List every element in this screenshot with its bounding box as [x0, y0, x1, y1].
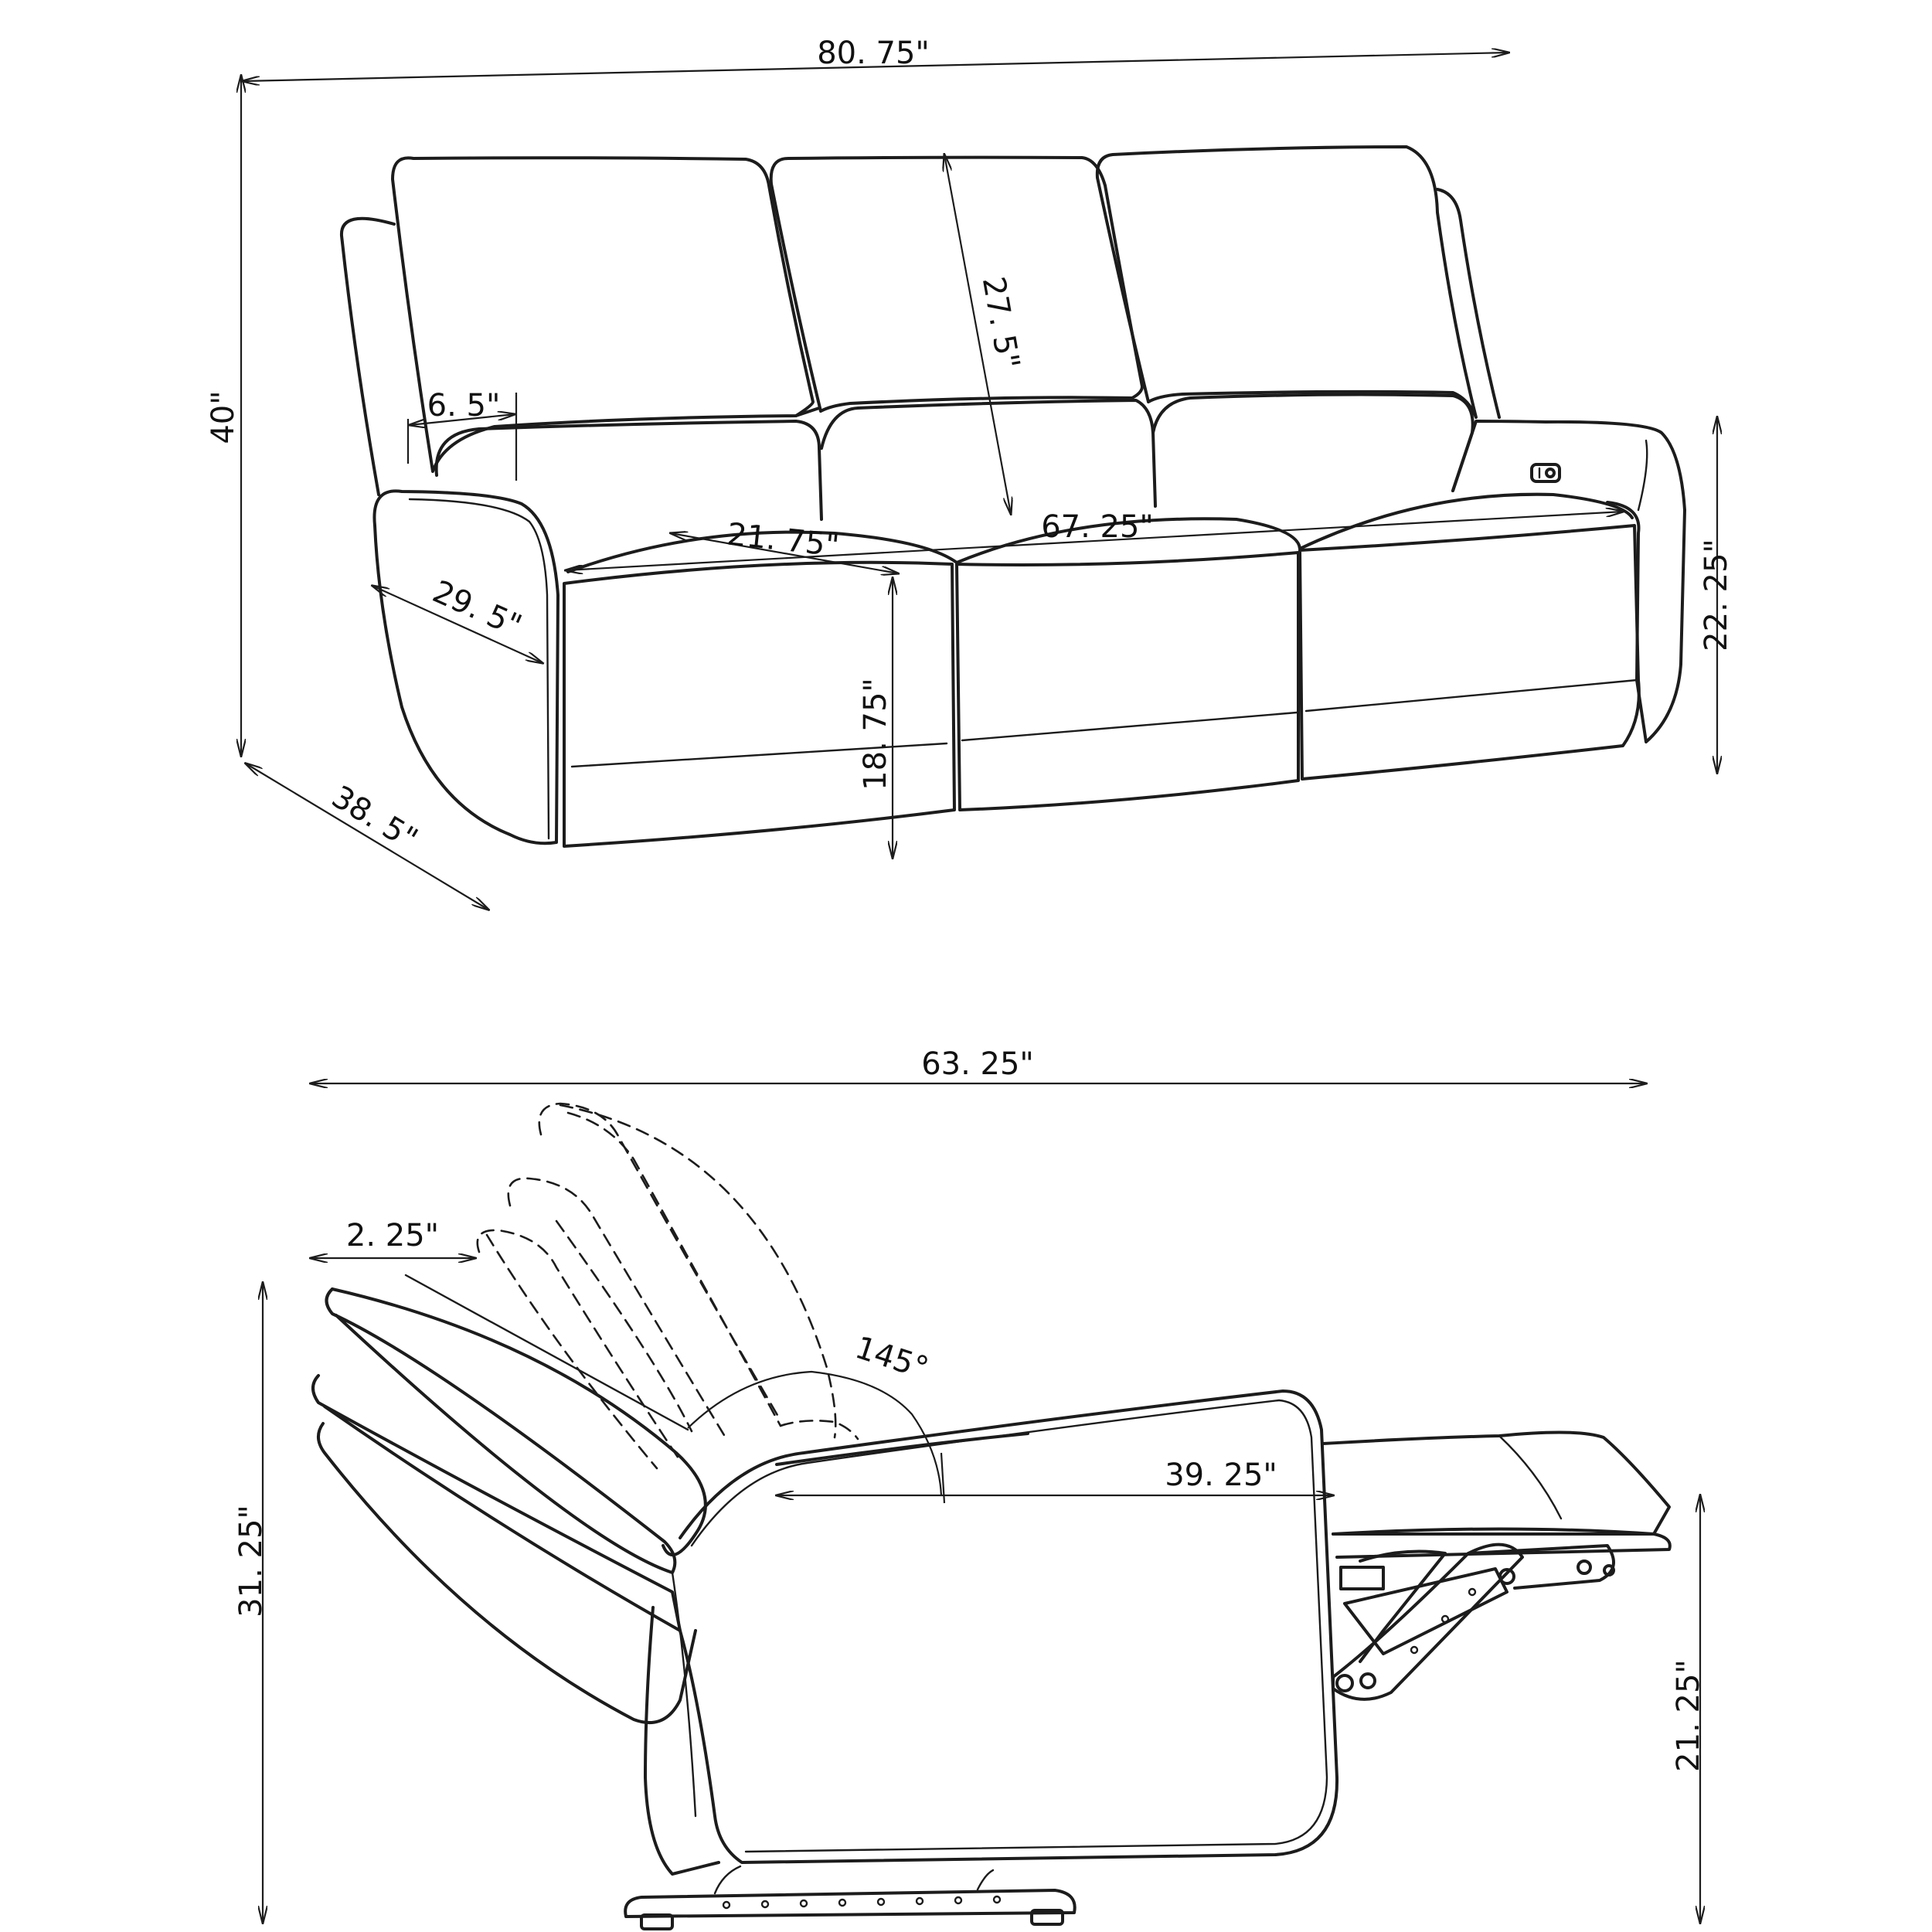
label-back-height: 27. 5": [975, 274, 1026, 372]
lumbar-pillow-middle: [820, 399, 1157, 508]
dim-line-seating-width: [566, 512, 1623, 570]
ghost-back-mid-edge: [485, 1233, 658, 1470]
mechanism-link-lower: [1343, 1567, 1509, 1655]
base-glide-left: [640, 1913, 674, 1930]
ghost-back-upright-edge: [555, 1219, 693, 1433]
base-rail: [624, 1889, 1077, 1918]
label-wall-clearance: 2. 25": [346, 1218, 439, 1253]
dim-arc-recline-angle: [687, 1370, 943, 1496]
ghost-back-low: [476, 1229, 682, 1462]
footrest-fold-line: [1498, 1434, 1563, 1520]
label-arm-width: 6. 5": [427, 388, 501, 423]
left-arm-piping: [408, 498, 550, 840]
back-cushion-right: [1095, 145, 1478, 419]
ghost-headrest-fold: [779, 1420, 859, 1440]
seat-cushion-right: [1298, 524, 1641, 781]
mechanism-link-main: [1332, 1543, 1524, 1701]
label-overall-width: 80. 75": [817, 36, 930, 71]
wall-clearance-leader: [404, 1274, 689, 1431]
seat-cushion-middle: [955, 551, 1300, 811]
reclined-headrest: [325, 1287, 677, 1574]
base-leg-right: [976, 1869, 995, 1891]
dim-line-overall-depth: [246, 764, 488, 910]
label-seating-width: 67. 25": [1041, 509, 1154, 545]
label-overall-depth: 38. 5": [325, 779, 423, 857]
seat-top-outline: [775, 1432, 1029, 1466]
reclined-back-top: [331, 1287, 707, 1556]
mechanism-pivots: [1335, 1560, 1615, 1692]
right-arm-piping: [1637, 439, 1648, 512]
dim-line-overall-width: [243, 53, 1509, 81]
ghost-back-upright-inner: [566, 1111, 782, 1427]
recliner-side-panel: [679, 1389, 1339, 1864]
base-rail-holes: [722, 1895, 1002, 1910]
seat-cushion-left: [563, 560, 956, 848]
left-arm-back-outline: [339, 216, 396, 496]
footrest-cushion: [1321, 1430, 1671, 1536]
recliner-side-view: 63. 25" 2. 25" 145° 39. 25" 31. 25" 21. …: [233, 1046, 1706, 1930]
back-cushion-seam: [794, 406, 821, 417]
back-cushion-middle: [769, 155, 1144, 413]
seat-middle-skirt-line: [961, 711, 1298, 742]
back-cushion-left: [391, 156, 815, 473]
rear-base: [644, 1606, 720, 1876]
power-button-icon: [1530, 463, 1561, 483]
side-panel-piping: [690, 1399, 1328, 1853]
lumbar-pillow-left: [434, 420, 823, 521]
dim-line-back-height: [944, 155, 1011, 514]
dim-line-arm-width: [410, 414, 515, 425]
lumbar-pillow-right: [1151, 393, 1475, 492]
seat-right-skirt-line: [1304, 679, 1638, 713]
label-overall-height: 40": [206, 390, 241, 444]
base-glide-right: [1030, 1909, 1064, 1926]
ghost-back-upright: [538, 1102, 782, 1422]
label-seat-height: 18. 75": [858, 678, 893, 791]
reclined-back-middle: [311, 1374, 682, 1632]
rear-base-inner: [671, 1571, 697, 1818]
mechanism-arm-upper: [1359, 1549, 1447, 1663]
label-back-height-side: 31. 25": [233, 1505, 269, 1617]
label-reclined-seat-length: 39. 25": [1165, 1458, 1277, 1493]
seat-left-skirt-line: [570, 742, 948, 768]
dim-line-arm-depth: [372, 586, 543, 663]
label-recline-angle: 145°: [851, 1330, 933, 1387]
footrest-board: [1332, 1532, 1672, 1559]
ghost-back-mid: [507, 1177, 728, 1440]
mechanism-bracket: [1339, 1566, 1385, 1590]
label-arm-height: 22. 25": [1699, 539, 1734, 651]
left-arm-front: [372, 489, 560, 845]
right-arm-back-outline: [1436, 188, 1501, 419]
right-arm: [1451, 420, 1686, 743]
base-leg-left: [713, 1865, 742, 1895]
sofa-front-view: 80. 75" 40" 38. 5" 27. 5" 6. 5" 29. 5" 2…: [206, 36, 1734, 910]
label-reclined-length: 63. 25": [921, 1046, 1034, 1082]
recline-arc: [559, 1104, 837, 1439]
label-footrest-height: 21. 25": [1671, 1659, 1706, 1772]
reclined-back-bottom: [317, 1422, 697, 1724]
